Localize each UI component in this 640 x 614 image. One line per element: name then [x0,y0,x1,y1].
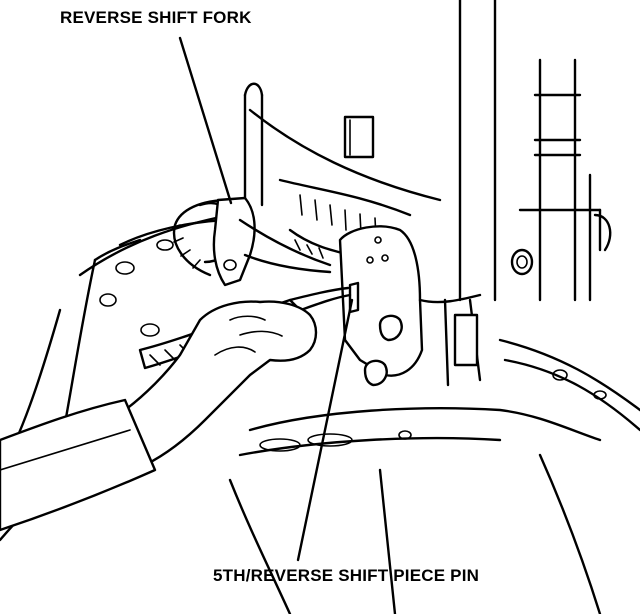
shift-piece-plate [338,225,482,387]
pin-leader-line [296,298,354,562]
reverse-shift-fork-part [212,196,332,287]
main-shafts [243,0,602,302]
shift-piece-pin-label: 5TH/REVERSE SHIFT PIECE PIN [213,566,480,585]
technician-hand [0,300,318,532]
leader-lines [178,36,354,562]
reverse-shift-fork-label: REVERSE SHIFT FORK [60,8,252,27]
flange-bolt-holes [99,239,607,452]
case-boss [510,213,612,276]
fork-leader-line [178,36,233,205]
detent-block [343,115,375,159]
